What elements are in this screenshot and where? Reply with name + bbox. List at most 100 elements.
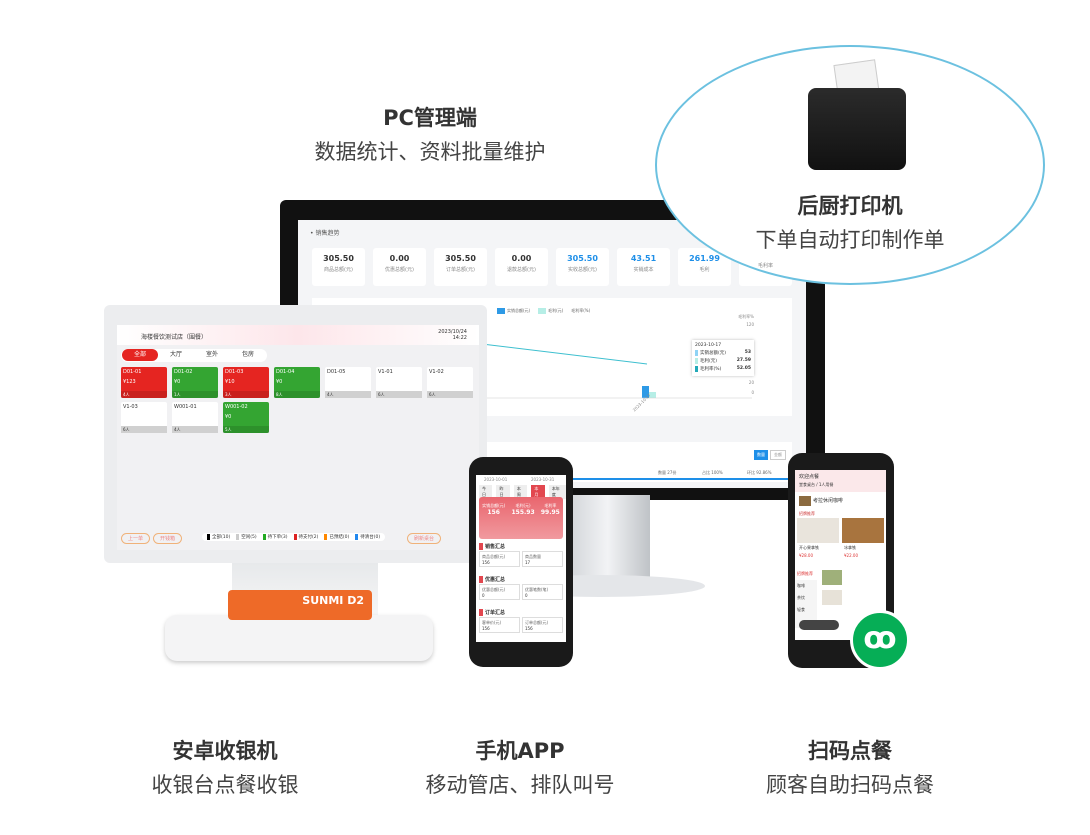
margin-line xyxy=(481,343,648,365)
item-image[interactable] xyxy=(822,570,842,585)
status-filter[interactable]: 全部(10) xyxy=(207,534,230,540)
tab-1[interactable]: 大厅 xyxy=(169,351,182,358)
printer-caption: 后厨打印机 下单自动打印制作单 xyxy=(700,190,1000,254)
scan-subtitle: 顾客自助扫码点餐 xyxy=(766,773,934,797)
status-filter[interactable]: 待清台(0) xyxy=(355,534,380,540)
stat-value: 43.51 xyxy=(630,254,657,263)
refresh-tables-button[interactable]: 刷新桌台 xyxy=(407,533,442,544)
pos-header xyxy=(117,325,479,345)
period-tab[interactable]: 昨日 xyxy=(496,485,510,499)
table-name: V1-02 xyxy=(429,369,444,375)
store-name: 海楼餐饮测试店（围餐） xyxy=(141,334,208,341)
cart-bar[interactable] xyxy=(799,620,839,630)
pos-caption: 安卓收银机 收银台点餐收银 xyxy=(75,735,375,799)
table-guests: 6人 xyxy=(121,426,167,433)
table-name: W001-01 xyxy=(174,404,197,410)
shop-name: 考拉休闲咖啡 xyxy=(813,498,844,504)
pos-base xyxy=(165,615,433,661)
tooltip-label: 毛利(元) xyxy=(695,358,717,364)
stat-label: 实销成本 xyxy=(633,267,654,273)
tab-2[interactable]: 室外 xyxy=(205,351,218,358)
tick: 0 xyxy=(751,390,754,395)
scan-header-bg xyxy=(795,470,886,492)
kpi-value: 99.95 xyxy=(540,509,560,516)
summary-cell: 客单价(元)156 xyxy=(479,617,520,633)
item-image[interactable] xyxy=(797,518,839,543)
table-amount: ¥0 xyxy=(225,414,232,420)
summary-cell: 商品总额(元)156 xyxy=(479,551,520,567)
status-filter[interactable]: 空闲(5) xyxy=(236,534,257,540)
cell-value: 156 xyxy=(482,560,490,565)
category-item[interactable]: 咖啡 xyxy=(797,583,805,588)
period-tab[interactable]: 本月 xyxy=(531,485,545,499)
item-name: 开心果拿铁 xyxy=(799,545,819,550)
pos-subtitle: 收银台点餐收银 xyxy=(151,773,299,797)
category-sidebar: 招牌推荐咖啡茶饮轻食 xyxy=(795,568,817,628)
app-title: 手机APP xyxy=(475,739,565,763)
item-price: ¥28.00 xyxy=(799,553,813,558)
monitor-stand xyxy=(565,495,650,585)
summary-cell: 订单总额(元)156 xyxy=(522,617,563,633)
filter-label: 待下单(3) xyxy=(267,535,288,540)
kpi: 毛利(元)155.93 xyxy=(511,503,534,516)
tooltip-row: 实销总额(元)53 xyxy=(695,350,751,356)
stat-label: 优惠总额(元) xyxy=(385,267,414,273)
table-info: 堂食桌台 / 1人用餐 xyxy=(799,482,834,487)
period-tab[interactable]: 今日 xyxy=(479,485,493,499)
category-item[interactable]: 招牌推荐 xyxy=(795,568,817,580)
cell-label: 订单总额(元) xyxy=(525,620,549,625)
category-item[interactable]: 轻食 xyxy=(797,607,805,612)
period-tab[interactable]: 本年度 xyxy=(548,485,566,499)
item-image[interactable] xyxy=(822,590,842,605)
tick: 20 xyxy=(748,380,754,385)
legend-profit: 毛利(元) xyxy=(538,308,563,314)
cell-label: 优惠笔数(笔) xyxy=(525,587,549,592)
tab-3[interactable]: 包房 xyxy=(241,351,254,358)
sales-bar xyxy=(642,386,649,398)
item-image[interactable] xyxy=(842,518,884,543)
open-drawer-button[interactable]: 开钱箱 xyxy=(153,533,183,544)
legend-sales: 实销总额(元) xyxy=(497,308,530,314)
prev-order-button[interactable]: 上一单 xyxy=(121,533,151,544)
stat-value: 305.50 xyxy=(567,254,598,263)
item-price: ¥22.00 xyxy=(844,553,858,558)
period-tab[interactable]: 本周 xyxy=(513,485,528,499)
tab-0[interactable]: 全部 xyxy=(122,349,158,361)
table-name: W001-02 xyxy=(225,404,248,410)
quantity-button[interactable]: 数量 xyxy=(754,450,768,460)
stat-value: 0.00 xyxy=(511,254,532,263)
cell-label: 商品总额(元) xyxy=(482,554,506,559)
category-item[interactable]: 茶饮 xyxy=(797,595,805,600)
footer-quantity: 数量 27份 xyxy=(658,470,677,475)
table-name: D01-02 xyxy=(174,369,193,375)
start-date[interactable]: 2023-10-01 xyxy=(484,477,508,482)
status-filter[interactable]: 待下单(3) xyxy=(262,534,288,540)
status-filter[interactable]: 已预结(0) xyxy=(324,534,349,540)
end-date[interactable]: 2023-10-31 xyxy=(531,477,555,482)
table-guests: 6人 xyxy=(376,391,422,398)
cell-value: 156 xyxy=(525,626,533,631)
amount-button[interactable]: 金额 xyxy=(770,450,786,460)
pos-screen: 海楼餐饮测试店（围餐） 2023/10/24 14:22 全部 大厅 室外 包房 D0… xyxy=(117,325,479,550)
section-title: 优惠汇总 xyxy=(479,576,563,583)
datetime: 2023/10/24 14:22 xyxy=(438,329,467,341)
profit-bar xyxy=(649,392,656,398)
footer-share: 占比 100% xyxy=(702,470,723,475)
status-filter[interactable]: 待支付(2) xyxy=(293,534,318,540)
pos-brand-panel: SUNMI D2 xyxy=(228,590,372,620)
